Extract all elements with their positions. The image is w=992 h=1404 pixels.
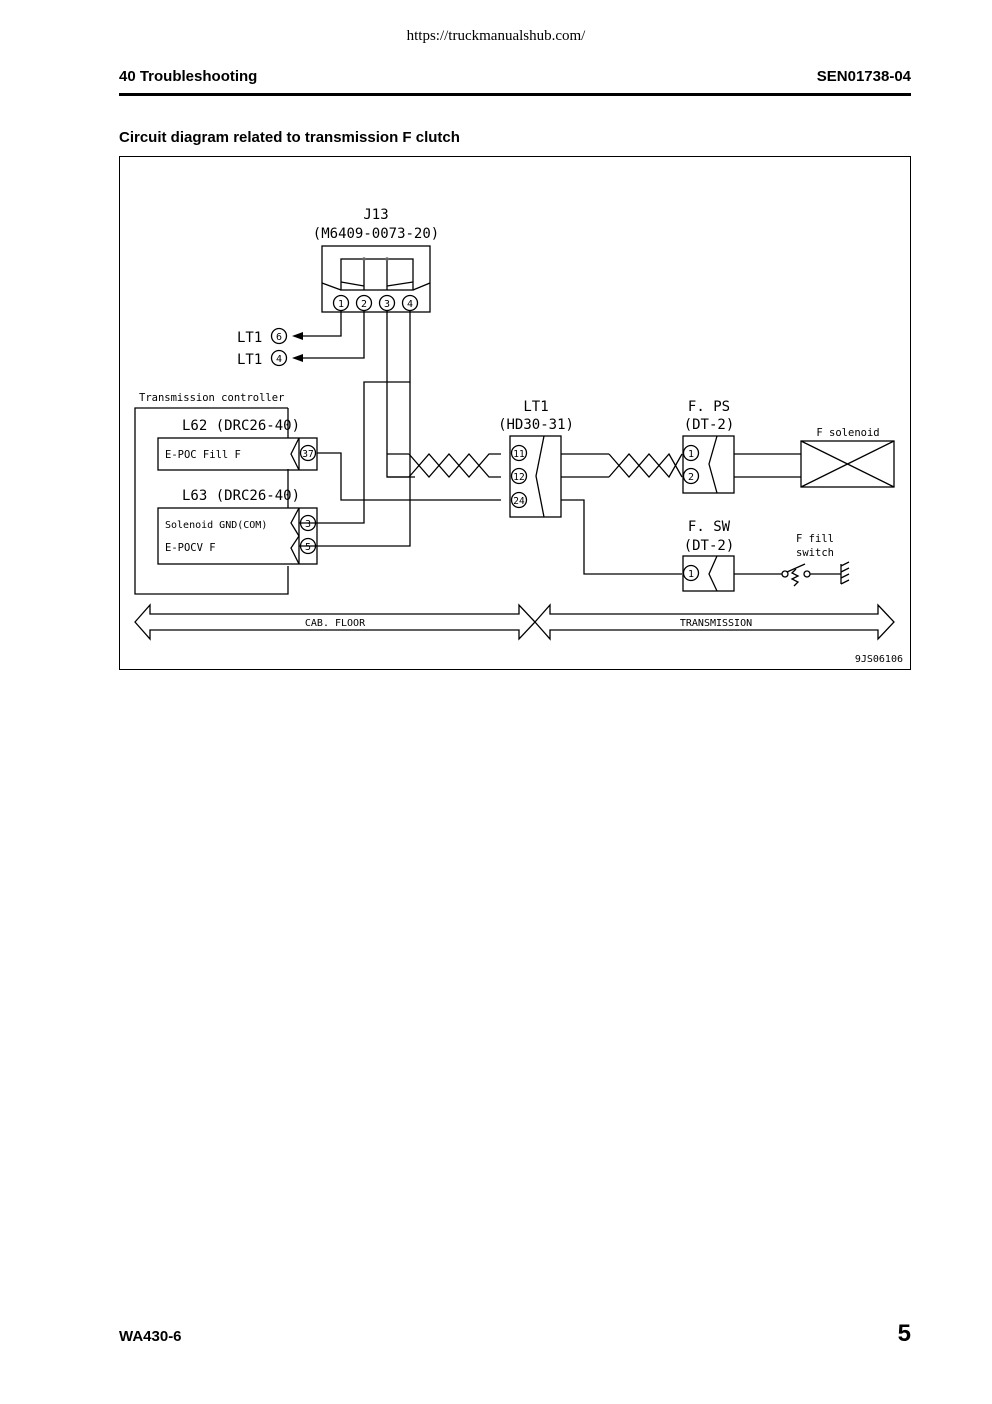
f-fill-switch — [734, 561, 850, 587]
j13-part: (M6409-0073-20) — [313, 226, 439, 242]
lt1-name: LT1 — [523, 399, 548, 415]
wire-j13-4 — [299, 311, 411, 524]
lt1-ref-label-b: LT1 — [237, 352, 262, 368]
j13-name: J13 — [363, 207, 388, 223]
wire-j13-1 — [295, 311, 342, 337]
model-number: WA430-6 — [119, 1328, 182, 1345]
l62-connector-box — [157, 437, 318, 471]
zone-cab-floor-label: CAB. FLOOR — [305, 618, 366, 629]
zone-transmission-label: TRANSMISSION — [680, 618, 752, 629]
fps-pin-2: 2 — [688, 472, 694, 483]
lt1-ref-pin-a: 6 — [276, 332, 282, 343]
diagram-frame — [119, 156, 911, 670]
header-rule — [119, 93, 911, 96]
fsw-part: (DT-2) — [684, 538, 735, 554]
wire-j13-3 — [386, 311, 415, 478]
fps-part: (DT-2) — [684, 417, 735, 433]
controller-bracket — [134, 407, 289, 595]
wire-l62-37 — [317, 452, 501, 501]
j13-pin-3: 3 — [384, 299, 390, 310]
circuit-diagram: J13 (M6409-0073-20) 1 2 3 4 LT1 6 LT1 4 … — [119, 156, 911, 670]
l62-name: L62 (DRC26-40) — [182, 418, 300, 434]
twisted-pair-right — [561, 452, 683, 479]
l63-pin-1: 3 — [305, 519, 311, 530]
twisted-pair-left — [387, 453, 501, 478]
lt1-ref-pin-b: 4 — [276, 354, 282, 365]
l62-signal: E-POC Fill F — [165, 449, 241, 461]
lt1-part: (HD30-31) — [498, 417, 574, 433]
document-id: SEN01738-04 — [816, 68, 911, 85]
fps-pin-1: 1 — [688, 449, 694, 460]
fps-connector — [682, 435, 735, 494]
j13-pin-4: 4 — [407, 299, 413, 310]
wire-lt1-24 — [561, 499, 682, 575]
l63-signal-1: Solenoid GND(COM) — [165, 520, 267, 531]
controller-label: Transmission controller — [139, 392, 284, 404]
l63-name: L63 (DRC26-40) — [182, 488, 300, 504]
lt1-pin-24: 24 — [513, 496, 525, 507]
arrow-lt1-4 — [292, 354, 303, 362]
l62-pin: 37 — [302, 449, 313, 460]
fsw-pin: 1 — [688, 569, 694, 580]
fill-switch-label-2: switch — [796, 547, 834, 559]
zone-arrow-transmission — [534, 603, 895, 641]
section-header: 40 Troubleshooting — [119, 68, 258, 85]
wire-j13-4b — [299, 382, 411, 547]
lt1-pin-11: 11 — [513, 449, 525, 460]
l63-signal-2: E-POCV F — [165, 542, 216, 554]
fps-name: F. PS — [688, 399, 730, 415]
arrow-lt1-6 — [292, 332, 303, 340]
l63-pin-2: 5 — [305, 542, 311, 553]
lt1-pin-12: 12 — [513, 472, 524, 483]
fill-switch-label-1: F fill — [796, 533, 834, 545]
lt1-ref-label-a: LT1 — [237, 330, 262, 346]
wire-j13-2 — [295, 311, 365, 359]
source-url: https://truckmanualshub.com/ — [406, 28, 586, 44]
figure-code: 9JS06106 — [855, 654, 903, 665]
j13-pin-1: 1 — [338, 299, 344, 310]
j13-pin-2: 2 — [361, 299, 367, 310]
f-solenoid — [800, 440, 895, 488]
f-solenoid-label: F solenoid — [816, 427, 879, 439]
diagram-title: Circuit diagram related to transmission … — [119, 129, 460, 146]
j13-connector — [321, 245, 431, 313]
l63-connector-box — [157, 507, 318, 565]
page-number: 5 — [897, 1320, 911, 1347]
fsw-name: F. SW — [688, 519, 731, 535]
